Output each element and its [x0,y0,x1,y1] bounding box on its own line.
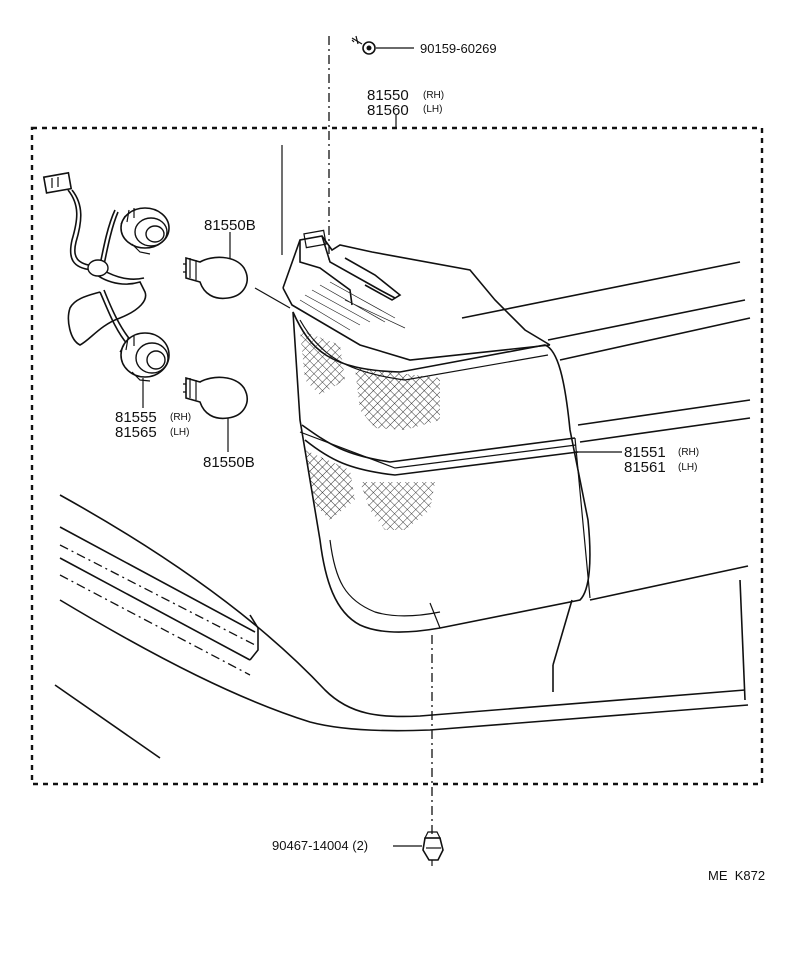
lens-body-lh-side: (LH) [423,104,442,115]
lens-pattern-upper-center [355,368,440,430]
lens-lh-number: 81561 [624,459,666,476]
lens-body-lh-number: 81560 [367,102,409,119]
lens-pattern-upper-left [300,330,345,395]
upper-socket-icon [120,207,170,255]
screw-part-number: 90159-60269 [420,41,497,56]
lens-rh-side: (RH) [678,447,699,458]
assembly-boundary [30,126,764,786]
socket-lh-number: 81565 [115,424,157,441]
socket-rh-side: (RH) [170,412,191,423]
lower-bulb-icon [183,376,248,420]
lens-body-rh-side: (RH) [423,90,444,101]
lens-pattern-lower-center [360,482,435,530]
lens-rh-number: 81551 [624,444,666,461]
socket-wire-harness [42,171,147,346]
clip-icon [422,831,444,866]
lens-pattern-lower-left [305,450,355,520]
lower-bulb-part-number: 81550B [203,454,255,471]
tail-lamp-lens [292,311,591,633]
lens-body-rh-number: 81550 [367,87,409,104]
clip-part-number: 90467-14004 (2) [272,838,368,853]
lamp-housing [282,229,573,666]
car-body-outline [54,261,751,759]
socket-lh-side: (LH) [170,427,189,438]
lens-lh-side: (LH) [678,462,697,473]
screw-icon [351,35,376,55]
lower-socket-icon [119,332,170,382]
upper-bulb-part-number: 81550B [204,217,256,234]
socket-rh-number: 81555 [115,409,157,426]
diagram-code: ME K872 [708,868,765,883]
upper-bulb-icon [183,256,248,300]
